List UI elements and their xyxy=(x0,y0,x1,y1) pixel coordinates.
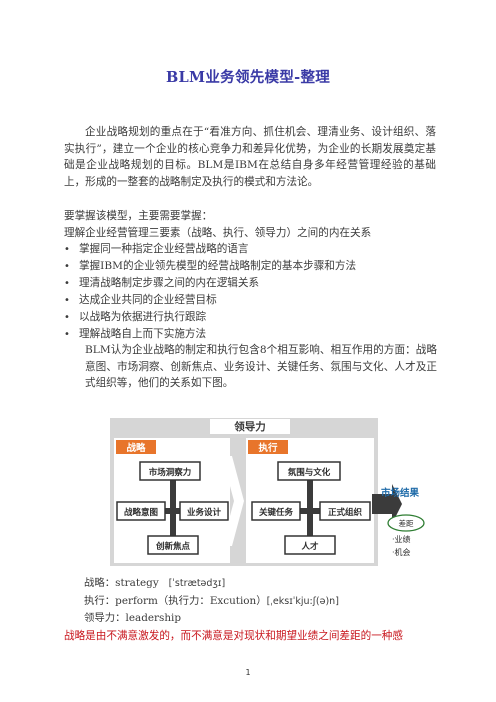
market-insight-box xyxy=(139,461,201,481)
list-item: 理清战略制定步骤之间的内在逻辑关系 xyxy=(64,275,356,292)
innovation-focus-label: 创新焦点 xyxy=(155,541,191,552)
requirements-list: 掌握同一种指定企业经营战略的语言 掌握IBM的企业领先模型的经营战略制定的基本步… xyxy=(64,241,356,343)
performance-label: ·业绩 xyxy=(392,534,411,544)
critical-tasks-box xyxy=(251,501,301,521)
terms-block: 战略：strategy [ˈstrætədʒɪ] 执行：perform（执行力：… xyxy=(84,575,339,628)
list-item: 掌握IBM的企业领先模型的经营战略制定的基本步骤和方法 xyxy=(64,258,356,275)
formal-organization-box xyxy=(319,501,371,521)
climate-culture-box xyxy=(277,461,341,481)
strategic-intent-box xyxy=(116,501,166,521)
gap-ellipse xyxy=(387,514,425,532)
execution-tag xyxy=(248,440,288,454)
business-design-label: 业务设计 xyxy=(187,507,222,518)
climate-culture-label: 氛围与文化 xyxy=(288,467,331,478)
leadership-label: 领导力 xyxy=(234,420,266,433)
term-strategy: 战略：strategy [ˈstrætədʒɪ] xyxy=(84,577,226,589)
talent-label: 人才 xyxy=(301,541,319,552)
requirements-detail: 理解企业经营管理三要素（战略、执行、领导力）之间的内在关系 xyxy=(64,227,372,239)
formal-organization-label: 正式组织 xyxy=(328,507,363,518)
leadership-label-box xyxy=(210,419,290,434)
market-insight-label: 市场洞察力 xyxy=(149,467,192,478)
execution-label: 执行 xyxy=(258,442,278,454)
document-title: BLM业务领先模型-整理 xyxy=(165,69,331,86)
requirements-intro: 要掌握该模型，主要需要掌握： xyxy=(64,210,213,222)
list-item: 理解战略自上而下实施方法 xyxy=(64,326,356,343)
strategy-tag xyxy=(116,440,156,454)
critical-tasks-label: 关键任务 xyxy=(259,507,294,518)
term-leadership: 领导力：leadership xyxy=(84,612,181,624)
market-results-label: 市场结果 xyxy=(381,487,420,499)
strategic-intent-label: 战略意图 xyxy=(124,507,158,518)
term-execution: 执行：perform（执行力：Excution）[ˌeksɪˈkju:ʃ(ə)n… xyxy=(84,594,339,607)
strategy-label: 战略 xyxy=(126,442,146,454)
talent-box xyxy=(284,535,336,555)
list-item: 以战略为依据进行执行跟踪 xyxy=(64,309,356,326)
opportunity-label: ·机会 xyxy=(392,547,411,557)
results-arrow xyxy=(372,484,402,524)
gap-label: 差距 xyxy=(399,518,414,528)
list-item: 掌握同一种指定企业经营战略的语言 xyxy=(64,241,356,258)
red-note: 战略是由不满意激发的，而不满意是对现状和期望业绩之间差距的一种感 xyxy=(64,630,403,642)
list-item: 达成企业共同的企业经营目标 xyxy=(64,292,356,309)
blm-diagram: 领导力 战略 市场洞察力 战略意图 业务设计 创新焦点 执行 氛围与文化 关键任… xyxy=(110,418,425,566)
innovation-focus-box xyxy=(147,535,199,555)
page-number: 1 xyxy=(245,668,251,677)
blm-description: BLM认为企业战略的制定和执行包含8个相互影响、相互作用的方面：战略意图、市场洞… xyxy=(85,344,437,390)
strategy-to-execution-arrow xyxy=(222,456,244,546)
intro-paragraph: 企业战略规划的重点在于“看准方向、抓住机会、理清业务、设计组织、落实执行”，建立… xyxy=(64,126,436,188)
business-design-box xyxy=(179,501,229,521)
